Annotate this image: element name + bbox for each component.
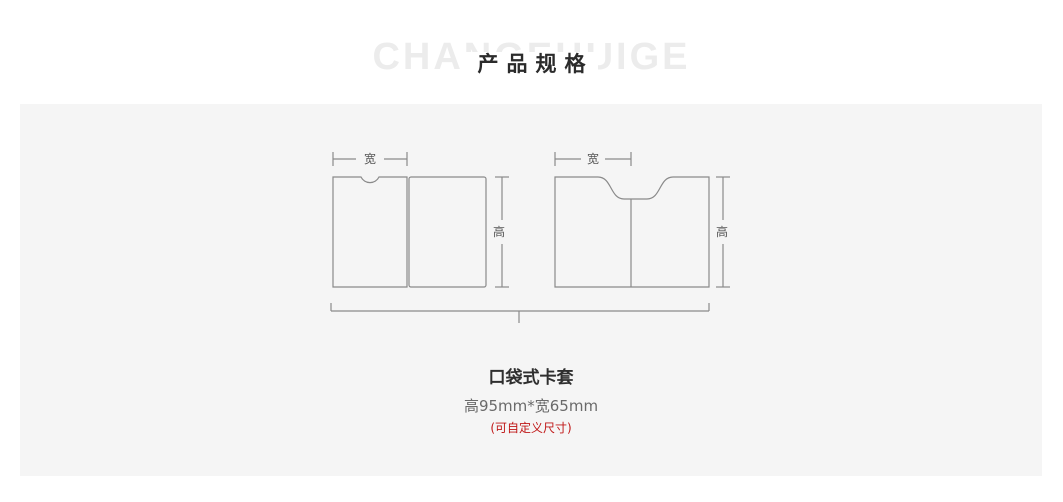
left-sleeve-back-panel	[408, 176, 487, 288]
customizable-size-note: (可自定义尺寸)	[490, 421, 572, 435]
left-sleeve-outline	[332, 176, 408, 288]
right-width-label: 宽	[587, 151, 599, 166]
left-width-label: 宽	[364, 151, 376, 166]
section-title: 产品规格	[0, 49, 1063, 79]
section-title-text: 产品规格	[465, 52, 598, 76]
spec-panel: 宽 高 宽 高 口袋式卡套 高95mm*宽65mm (可自定义尺寸)	[20, 104, 1042, 476]
product-name: 口袋式卡套	[488, 368, 574, 388]
left-height-label: 高	[493, 224, 505, 239]
right-height-label: 高	[716, 224, 728, 239]
product-size: 高95mm*宽65mm	[463, 397, 599, 415]
right-sleeve-outline	[554, 176, 710, 288]
card-sleeve-diagram: 宽 高 宽 高	[330, 151, 730, 323]
